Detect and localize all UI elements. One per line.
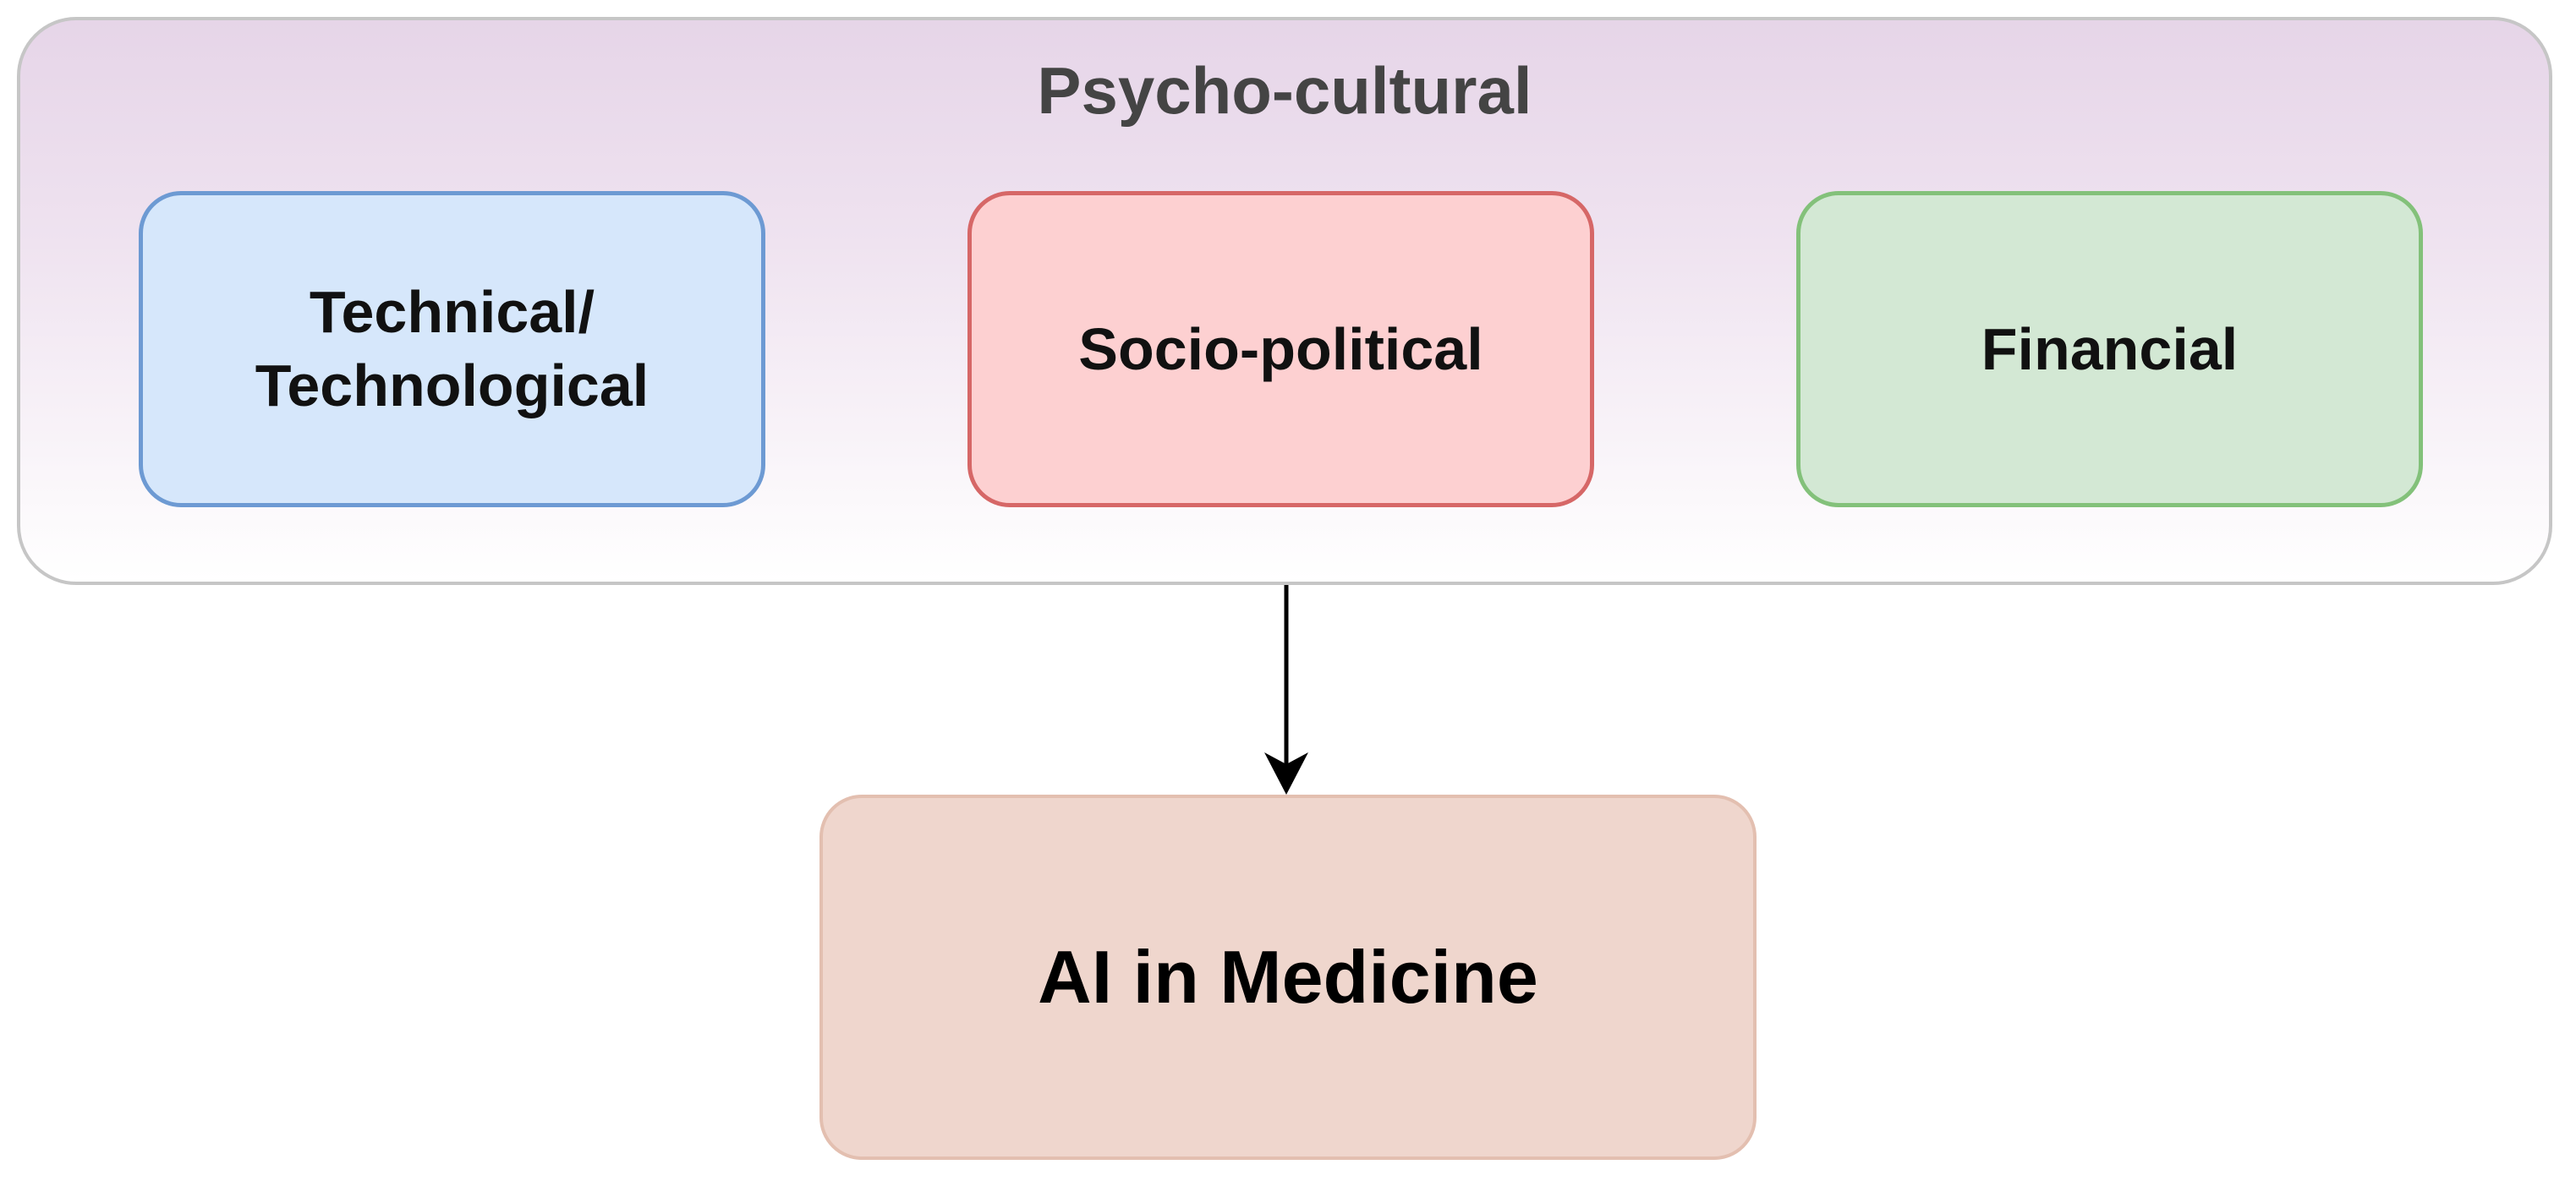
technical-label-line2: Technological (255, 353, 649, 418)
socio-political-label: Socio-political (1078, 316, 1483, 382)
container-title: Psycho-cultural (1037, 53, 1532, 128)
technical-label: Technical/ Technological (255, 276, 649, 424)
arrow-head (1264, 752, 1308, 795)
ai-in-medicine-box: AI in Medicine (819, 795, 1757, 1160)
technical-label-line1: Technical/ (309, 278, 595, 345)
financial-box: Financial (1796, 191, 2423, 507)
psycho-cultural-container: Psycho-cultural Technical/ Technological… (17, 17, 2552, 585)
socio-political-box: Socio-political (967, 191, 1594, 507)
ai-in-medicine-label: AI in Medicine (1038, 935, 1538, 1019)
technical-technological-box: Technical/ Technological (139, 191, 765, 507)
financial-label: Financial (1981, 316, 2239, 382)
